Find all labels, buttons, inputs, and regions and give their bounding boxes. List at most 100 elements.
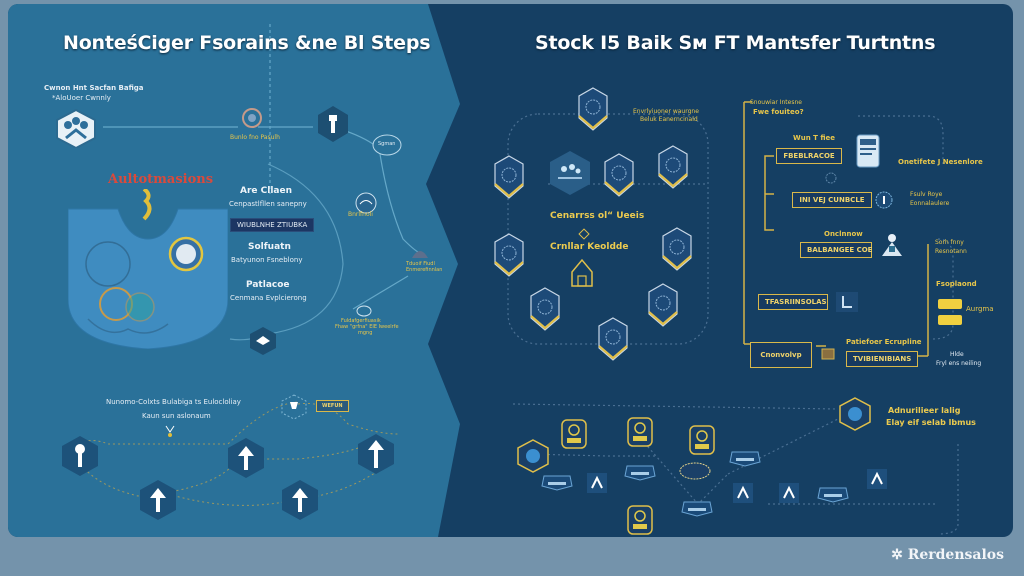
right-node-label-2: Enmerefinnlan xyxy=(406,267,443,273)
top-note-2: Beluk Eanerncinald xyxy=(640,116,698,123)
network-pill-node xyxy=(681,501,713,517)
left-title: NonteśCiger Fsorains &ne Bl Steps xyxy=(63,32,431,54)
intro-line-1: Cwnon Hnt Sacfan Bafiga xyxy=(44,84,144,92)
step-4-sub: Cenmana Evplcierong xyxy=(230,294,307,302)
bottom-node-label-2: Fhaw "grfna" EIE Iweelrfe xyxy=(335,324,399,330)
network-pill-node xyxy=(624,465,656,481)
caption-5: Patiefoer Ecrupline xyxy=(846,338,922,346)
top-note-1: Envrlyiuoner waurgne xyxy=(633,108,699,115)
chart-icon xyxy=(836,292,858,312)
network-hub-icon xyxy=(839,397,871,431)
arrow-up-hex-icon-3 xyxy=(282,480,318,520)
flow-side-1: Onetifete J Nesenlore xyxy=(898,158,983,166)
toggle-chip-2 xyxy=(938,315,962,325)
what-label: Wun T fiee xyxy=(793,134,836,142)
lamp-icon xyxy=(165,425,175,437)
flow-box-3: BALBANGEE COE xyxy=(800,242,872,258)
step-1-sub: Cenpastlfllen sanepny xyxy=(229,200,307,208)
shield-badge-icon xyxy=(648,283,678,327)
brand-logo: ✲ Rerdensalos xyxy=(891,547,1004,563)
arrow-up-hex-icon-1 xyxy=(140,480,176,520)
right-title: Stock I5 Baik Sм FT Mantsfer Turtntns xyxy=(535,32,936,54)
flow-side-6a: Hlde xyxy=(950,351,964,358)
network-pill-node xyxy=(729,451,761,467)
flow-side-3a: Sorh fnny xyxy=(935,239,964,246)
gold-badge-icon xyxy=(561,419,587,449)
flow-box-5: Cnonvolvp xyxy=(750,342,812,368)
bottom-node-label-1: Fuldafgerfiuasik xyxy=(341,318,381,324)
shield-badge-icon xyxy=(494,233,524,277)
flow-side-6b: Fryl ens neiling xyxy=(936,360,982,367)
shield-badge-icon xyxy=(598,317,628,361)
network-pill-node xyxy=(817,487,849,503)
globe-label: Bnrlfnoli xyxy=(348,211,373,218)
box-icon xyxy=(821,348,835,360)
shield-badge-icon xyxy=(658,145,688,189)
infographic-frame: NonteśCiger Fsorains &ne Bl Steps Cwnon … xyxy=(8,4,1013,537)
node-top-label: Bunlo fno Pasulh xyxy=(230,134,280,141)
logo-text: Rerdensalos xyxy=(907,547,1004,563)
step-3-heading: Solfuatn xyxy=(248,242,291,252)
network-figure-icon xyxy=(587,473,607,493)
flow-box-2: INI VEJ CUNBCLE xyxy=(792,192,872,208)
network-figure-icon xyxy=(867,469,887,489)
arrow-up-hex-icon-4 xyxy=(358,434,394,474)
bottom-label-2: Elay eif selab lbmus xyxy=(886,418,976,427)
shield-badge-icon xyxy=(604,153,634,197)
flow-side-3b: Resnotann xyxy=(935,248,967,255)
bottom-badge: WEFUN xyxy=(316,400,349,412)
bottom-node-label-3: mgng xyxy=(358,330,373,336)
trophy-icon xyxy=(281,394,307,420)
tool-hex-icon xyxy=(318,106,348,142)
globe-icon xyxy=(355,192,377,214)
flow-header-2: Fwe fouiteo? xyxy=(753,108,804,116)
step-2-pill: WIUBLNHE ZTIUBKA xyxy=(230,218,315,232)
team-badge-icon xyxy=(550,151,590,195)
info-circle-icon xyxy=(875,191,893,209)
right-node-label-1: Tduoif Fiudl xyxy=(406,261,435,267)
bubble-label: Sgman xyxy=(378,141,396,147)
shield-label: Aultotmasions xyxy=(108,172,214,187)
logo-icon: ✲ xyxy=(891,547,903,563)
fsoplud-label: Fsoplaond xyxy=(936,280,977,288)
gear-small-icon xyxy=(825,172,837,184)
shield-badge-icon xyxy=(530,287,560,331)
step-3-sub: Batyunon Fsneblony xyxy=(231,256,303,264)
house-icon xyxy=(571,258,593,287)
person-laptop-icon xyxy=(882,234,902,256)
bottom-caption-1: Nunomo-Colxts Bulabiga ts Eulocloliay xyxy=(106,398,241,406)
network-figure-icon xyxy=(779,483,799,503)
network-hub-icon xyxy=(517,439,549,473)
toggle-chip-1 xyxy=(938,299,962,309)
shield-badge-icon xyxy=(494,155,524,199)
arrow-up-hex-icon-2 xyxy=(228,438,264,478)
center-label-1: Cenarrss ol“ Ueeis xyxy=(550,211,645,221)
step-4-heading: Patlacoe xyxy=(246,280,290,290)
intro-line-2: *AloUoer Cwnnly xyxy=(52,94,111,102)
cloud-node-icon xyxy=(356,305,372,317)
flow-box-1: FBEBLRACOE xyxy=(776,148,842,164)
flow-header-1: Snouwiar Intesne xyxy=(750,99,802,106)
shield-badge-icon xyxy=(578,87,608,131)
team-hex-icon xyxy=(56,108,96,148)
bottom-label-1: Adnurilieer lalig xyxy=(888,406,961,415)
flow-box-4: TFASRIINSOLAS xyxy=(758,294,828,310)
shield-illustration xyxy=(68,189,228,349)
gold-badge-icon xyxy=(689,425,715,455)
flow-lines xyxy=(743,101,929,357)
handshake-hex-icon xyxy=(250,327,276,355)
gold-badge-icon xyxy=(627,417,653,447)
flow-box-6: TVIBIENIBIANS xyxy=(846,351,918,367)
document-icon xyxy=(856,134,880,168)
flow-side-2b: Eonnalaulere xyxy=(910,200,950,207)
person-up-hex-icon xyxy=(62,436,98,476)
network-figure-icon xyxy=(733,483,753,503)
server-icon xyxy=(412,251,428,258)
bottom-caption-2: Kaun sun aslonaum xyxy=(142,412,211,420)
gold-badge-icon xyxy=(627,505,653,535)
shield-badge-icon xyxy=(662,227,692,271)
gear-people-icon xyxy=(242,108,262,128)
network-oval-node xyxy=(679,462,711,480)
onclusion-label: Onclnnow xyxy=(824,230,863,238)
step-1-heading: Are Cllaen xyxy=(240,186,293,196)
